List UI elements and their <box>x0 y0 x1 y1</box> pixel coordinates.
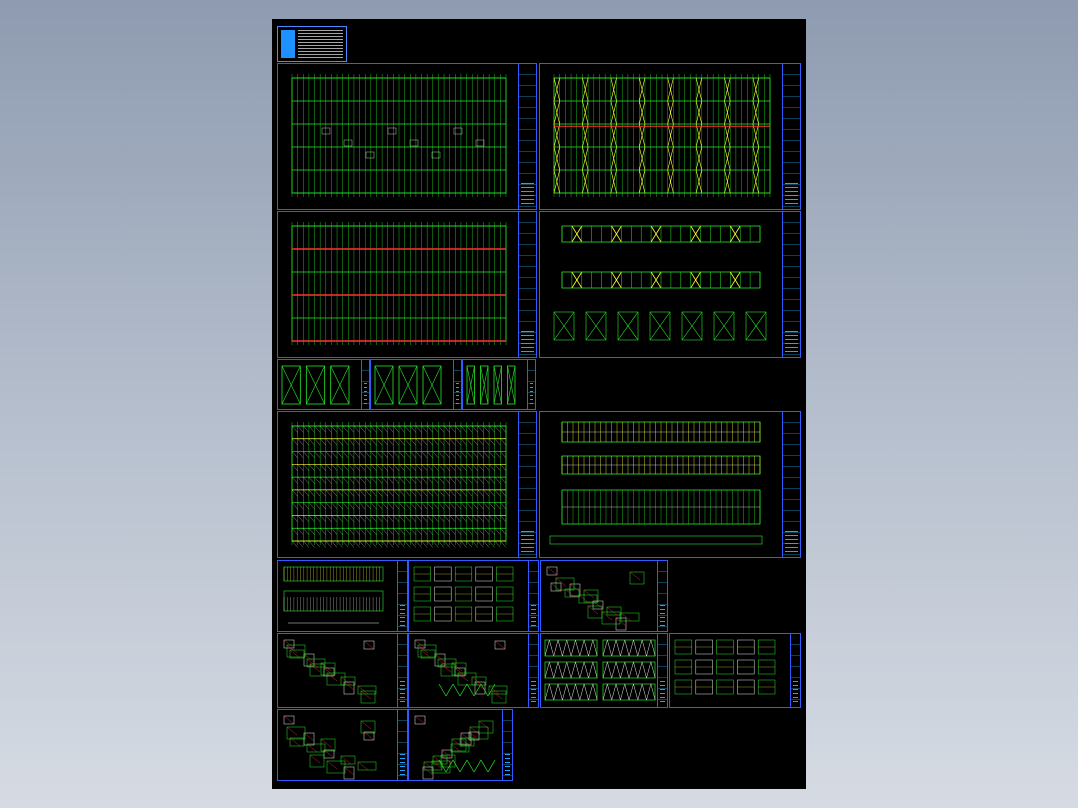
sheet-plan-1[interactable] <box>277 63 537 210</box>
sheet-d-d[interactable] <box>277 633 408 708</box>
truss-drawing <box>544 639 656 701</box>
sheet-d-f[interactable] <box>540 633 668 708</box>
title-block <box>782 212 800 357</box>
sheet-d-h[interactable] <box>277 709 408 781</box>
title-block <box>518 412 536 557</box>
elevations-drawing <box>549 421 763 545</box>
detail-drawing <box>283 715 377 780</box>
plan-drawing <box>291 74 507 197</box>
document-icon <box>281 30 295 58</box>
sheet-d-a[interactable] <box>277 560 408 632</box>
plan-bracing-drawing <box>553 74 771 197</box>
detail-drawing <box>374 365 442 405</box>
sheet-detail-small-1[interactable] <box>277 359 370 410</box>
title-block <box>453 360 461 409</box>
cover-sheet[interactable] <box>277 26 347 62</box>
detail-drawing <box>414 639 508 704</box>
detail-drawing <box>283 566 384 624</box>
title-block <box>397 634 407 707</box>
sheet-d-c[interactable] <box>540 560 668 632</box>
detail-drawing <box>414 715 496 780</box>
sheet-elev-1[interactable] <box>539 211 801 358</box>
title-block <box>657 561 667 631</box>
sheet-plan-3[interactable] <box>277 211 537 358</box>
title-block <box>528 634 538 707</box>
detail-drawing <box>546 566 645 631</box>
sheet-d-b[interactable] <box>408 560 539 632</box>
title-block <box>518 212 536 357</box>
elevation-drawing <box>553 225 767 341</box>
title-block <box>782 64 800 209</box>
sheet-plan-2[interactable] <box>539 63 801 210</box>
title-block <box>782 412 800 557</box>
sheet-d-e[interactable] <box>408 633 539 708</box>
detail-drawing <box>281 365 350 405</box>
title-block <box>397 561 407 631</box>
detail-drawing <box>413 566 514 622</box>
title-block <box>657 634 667 707</box>
title-block <box>518 64 536 209</box>
plan-dense-drawing <box>291 422 507 548</box>
title-block <box>527 360 535 409</box>
title-block <box>790 634 800 707</box>
plan-red-drawing <box>291 222 507 345</box>
sheet-d-i[interactable] <box>408 709 513 781</box>
detail-drawing <box>466 365 516 405</box>
sheet-d-g[interactable] <box>669 633 801 708</box>
title-block <box>528 561 538 631</box>
title-block <box>502 710 512 780</box>
sheet-elev-2[interactable] <box>539 411 801 558</box>
sheet-detail-small-3[interactable] <box>462 359 536 410</box>
sheet-detail-small-2[interactable] <box>370 359 462 410</box>
detail-drawing <box>674 639 776 695</box>
detail-drawing <box>283 639 377 704</box>
sheet-plan-4[interactable] <box>277 411 537 558</box>
title-block <box>397 710 407 780</box>
title-block <box>361 360 369 409</box>
cover-text-block <box>298 30 343 58</box>
